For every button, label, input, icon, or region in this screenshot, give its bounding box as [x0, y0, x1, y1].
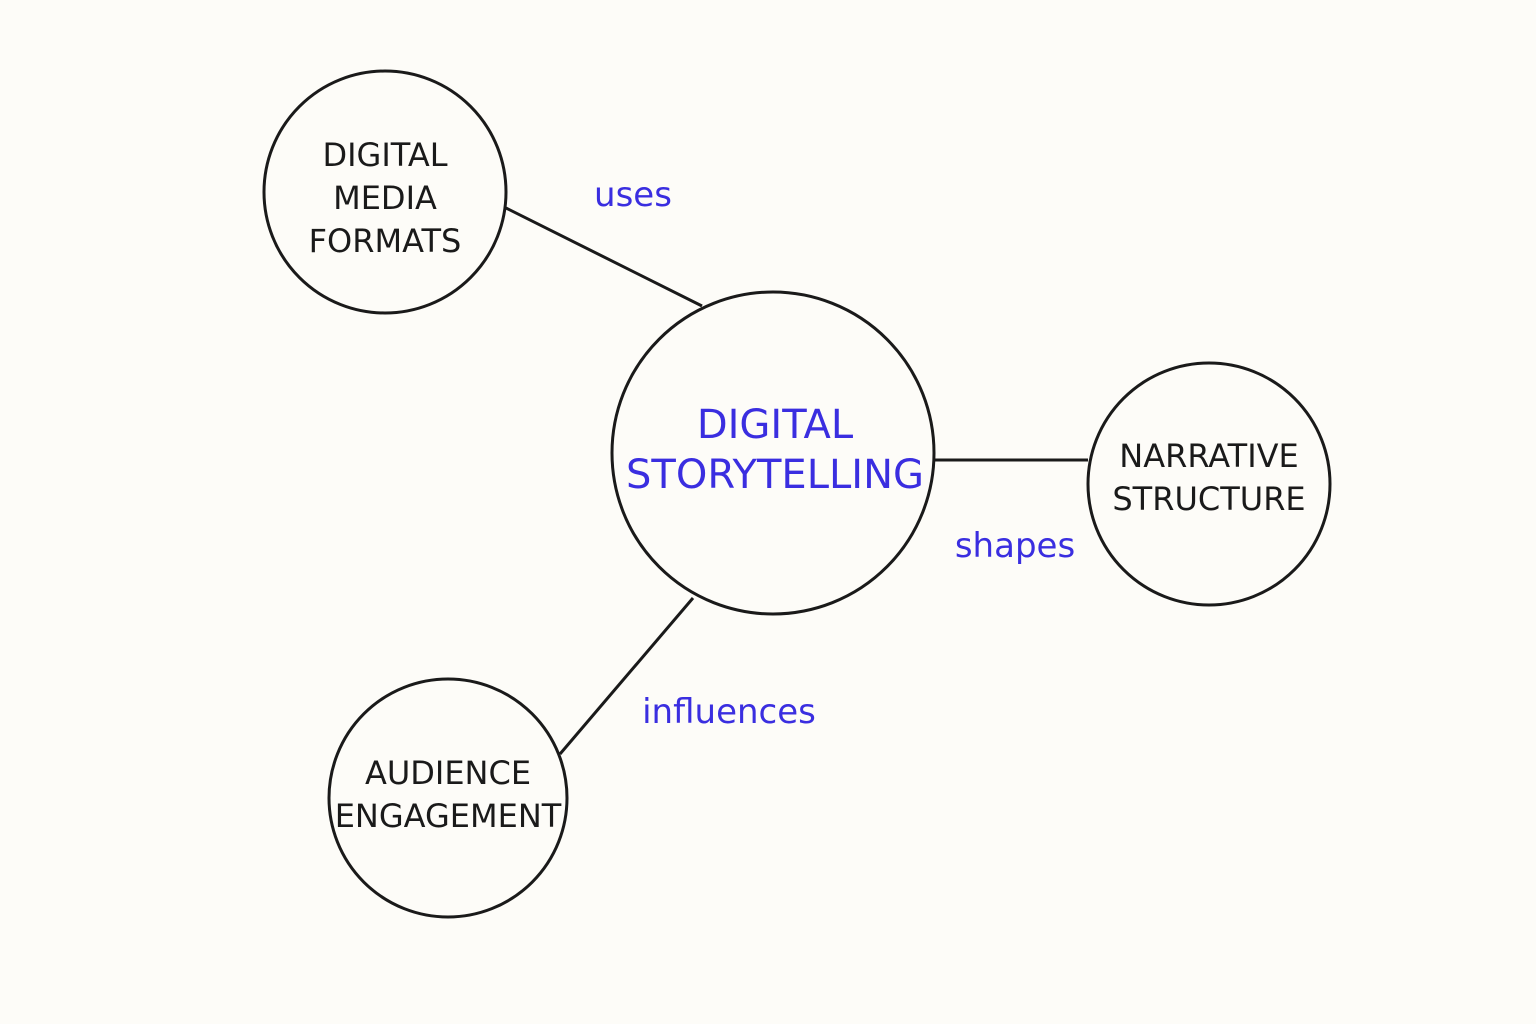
node-digital-media-formats-line-1: DIGITAL [322, 136, 447, 174]
node-digital-storytelling-circle [610, 290, 936, 616]
node-narrative-structure-circle [1086, 361, 1332, 607]
node-narrative-structure-line-2: STRUCTURE [1112, 480, 1305, 518]
node-audience-engagement: AUDIENCE ENGAGEMENT [327, 677, 569, 919]
node-audience-engagement-line-2: ENGAGEMENT [335, 797, 562, 835]
edge-label-uses: uses [594, 175, 672, 215]
node-digital-media-formats-line-2: MEDIA [333, 179, 437, 217]
node-narrative-structure: NARRATIVE STRUCTURE [1086, 361, 1332, 607]
node-audience-engagement-line-1: AUDIENCE [365, 754, 531, 792]
node-audience-engagement-circle [327, 677, 569, 919]
edge-label-shapes: shapes [955, 526, 1075, 566]
edge-label-influences: influences [642, 692, 816, 732]
node-digital-media-formats-line-3: FORMATS [309, 222, 462, 260]
edge-uses [505, 206, 703, 308]
node-digital-media-formats-circle [262, 69, 508, 315]
edge-influences [558, 597, 695, 755]
node-digital-storytelling: DIGITAL STORYTELLING [610, 290, 936, 616]
node-digital-storytelling-line-1: DIGITAL [697, 402, 854, 448]
node-digital-media-formats: DIGITAL MEDIA FORMATS [262, 69, 508, 315]
node-narrative-structure-line-1: NARRATIVE [1119, 437, 1299, 475]
node-digital-storytelling-line-2: STORYTELLING [626, 452, 924, 498]
